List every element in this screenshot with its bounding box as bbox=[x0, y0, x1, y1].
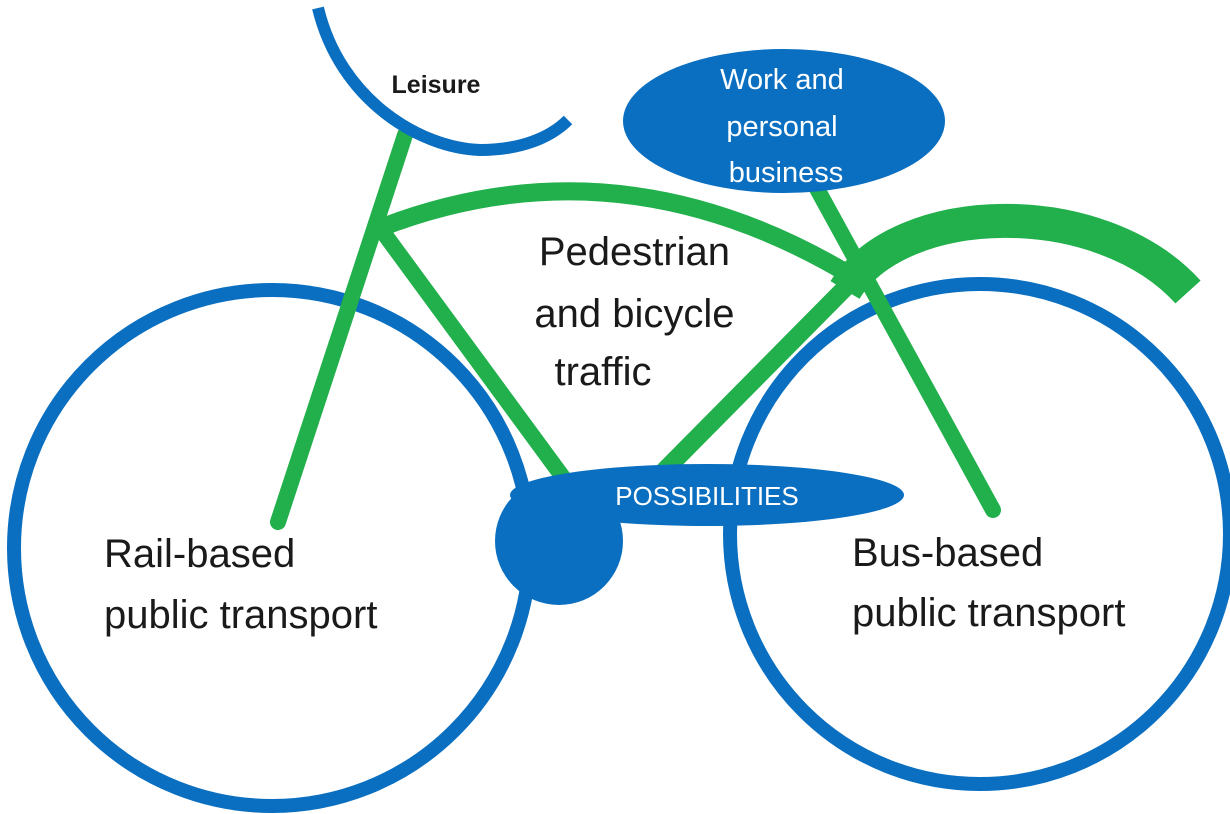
rear-wheel-label: Rail-based public transport bbox=[104, 532, 377, 637]
rear-wheel-label-line-1: Rail-based bbox=[104, 532, 295, 576]
handlebar-ellipse bbox=[623, 49, 945, 193]
down-tube bbox=[656, 269, 864, 479]
head-fork bbox=[807, 177, 1001, 518]
front-wheel-label-line-2: public transport bbox=[852, 591, 1125, 635]
bicycle-frame bbox=[270, 127, 1201, 530]
frame-label-line-2: and bicycle bbox=[534, 292, 734, 336]
front-wheel bbox=[723, 277, 1230, 791]
seat bbox=[312, 6, 573, 157]
top-tube bbox=[371, 182, 864, 287]
frame-label-line-3: traffic bbox=[554, 350, 651, 394]
seat-stay bbox=[372, 220, 573, 488]
seat-label: Leisure bbox=[392, 71, 481, 99]
frame-label: Pedestrian and bicycle traffic bbox=[534, 230, 745, 394]
handlebar-label: Work and personal business bbox=[720, 64, 852, 189]
frame-label-line-1: Pedestrian bbox=[539, 230, 730, 274]
handlebar-label-line-1: Work and bbox=[720, 64, 844, 96]
crank-ellipse bbox=[510, 464, 904, 526]
front-wheel-label: Bus-based public transport bbox=[852, 531, 1125, 635]
crank-label: POSSIBILITIES bbox=[615, 481, 799, 511]
handlebar-label-line-2: personal bbox=[726, 111, 837, 143]
front-fender bbox=[830, 203, 1201, 304]
rear-wheel-label-line-2: public transport bbox=[104, 593, 377, 637]
seat-tube bbox=[270, 127, 413, 530]
front-wheel-label-line-1: Bus-based bbox=[852, 531, 1043, 575]
handlebar-label-line-3: business bbox=[729, 157, 843, 189]
